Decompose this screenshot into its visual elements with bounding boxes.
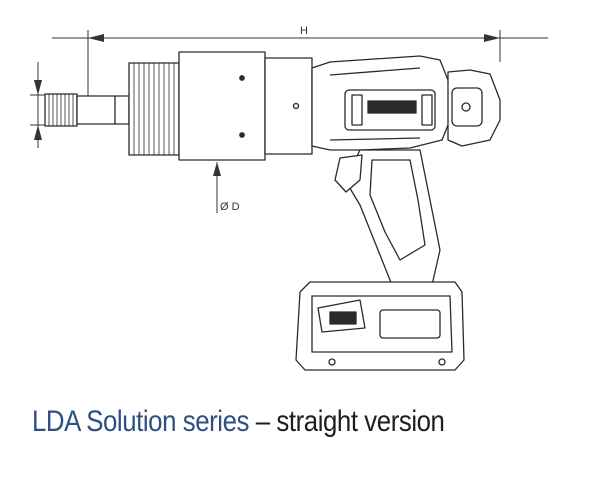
drive-shaft <box>76 95 130 125</box>
series-name: LDA Solution series <box>32 405 249 438</box>
version-name: straight version <box>276 405 445 438</box>
product-caption: LDA Solution series – straight version <box>32 405 445 439</box>
trigger <box>334 154 363 193</box>
dimension-lines <box>30 30 548 213</box>
length-label: H <box>300 25 308 37</box>
tool-outline <box>44 51 501 371</box>
caption-separator: – <box>255 405 270 438</box>
gearbox-housing <box>178 51 266 161</box>
tool-drawing: H Ø D <box>30 25 548 371</box>
diameter-label: Ø D <box>220 201 240 213</box>
gearbox-collar <box>264 57 313 155</box>
